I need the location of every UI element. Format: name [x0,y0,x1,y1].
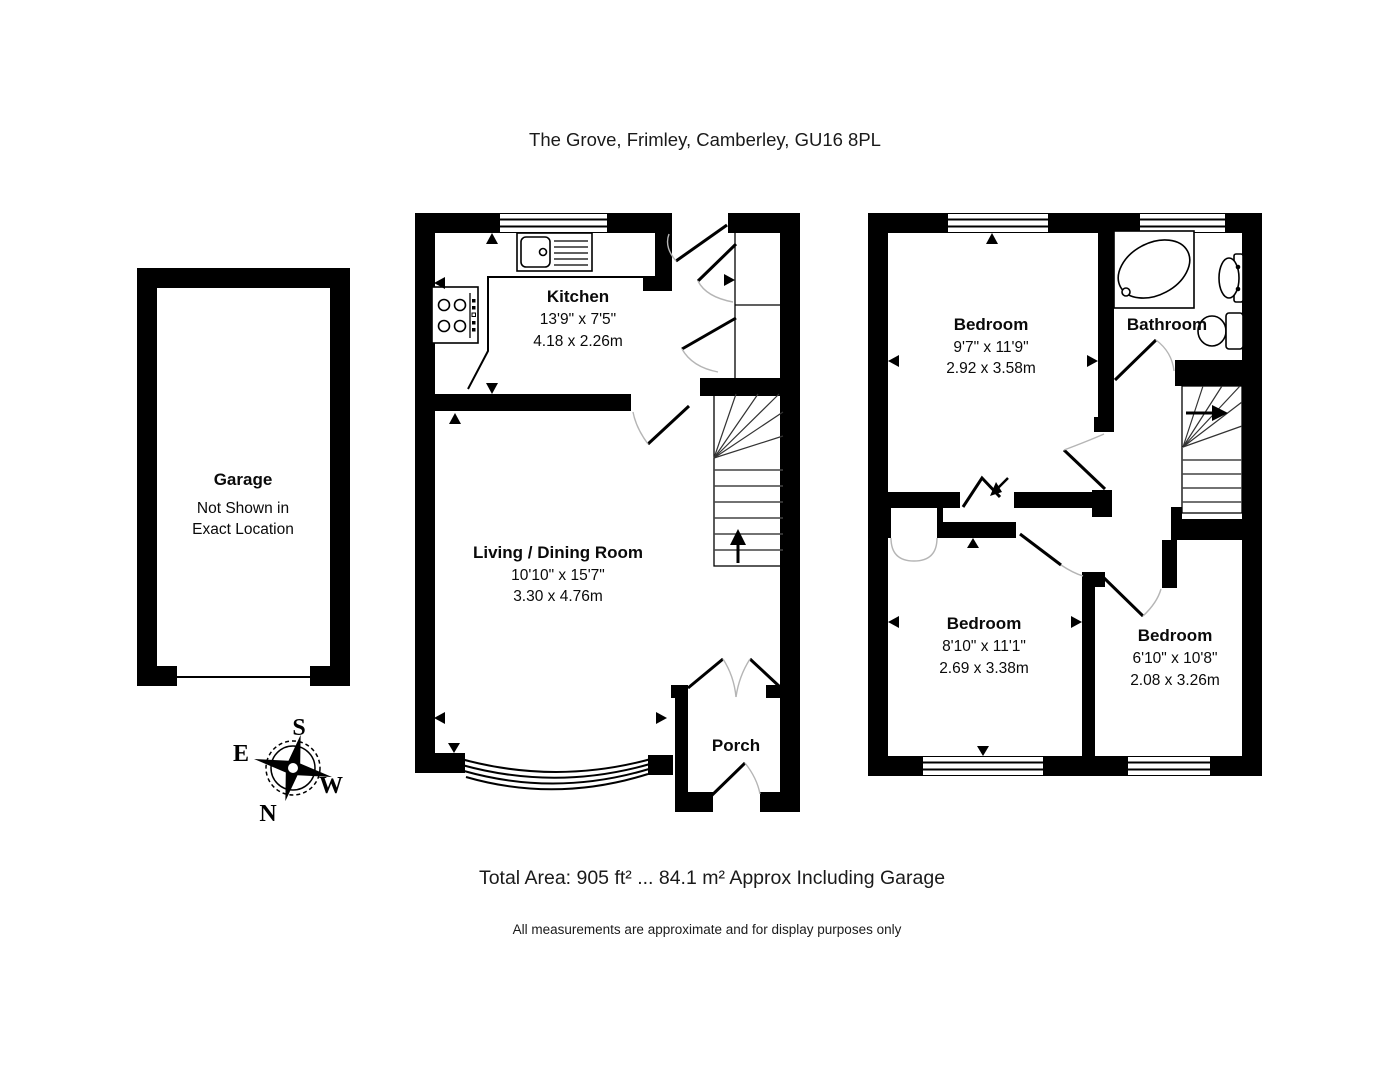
basin-icon [1218,253,1244,303]
bedroom3-window [1128,757,1210,775]
living-dims-metric: 3.30 x 4.76m [513,588,603,605]
toilet-icon [1197,312,1244,350]
total-area-text: Total Area: 905 ft² ... 84.1 m² Approx I… [479,867,945,889]
bedroom1-dims-imperial: 9'7" x 11'9" [953,339,1028,356]
hall-cupboards [734,233,780,378]
porch-double-doors [687,657,782,698]
kitchen-dims-metric: 4.18 x 2.26m [533,333,623,350]
stairs-direction-arrow-icon [1186,405,1228,421]
ground-floor-doors [632,223,782,803]
garage-note-2: Exact Location [192,521,294,538]
first-floor-doors [1019,338,1175,618]
disclaimer-text: All measurements are approximate and for… [513,922,902,937]
bedroom3-label: Bedroom [1138,626,1213,645]
bifold-door-icon [961,475,1009,508]
garage-note-1: Not Shown in [197,500,289,517]
compass-west: W [319,773,343,799]
bathroom-label: Bathroom [1127,315,1207,334]
bath-icon [1113,230,1195,309]
living-label: Living / Dining Room [473,543,643,562]
bay-window [460,758,652,791]
kitchen-dims-imperial: 13'9" x 7'5" [540,311,616,328]
living-dims-imperial: 10'10" x 15'7" [511,567,605,584]
bedroom2-dims-metric: 2.69 x 3.38m [939,660,1029,677]
first-floor-measure-arrows [888,233,1098,756]
cupboard-double-doors [890,537,938,562]
kitchen-window [500,214,607,232]
bedroom2-dims-imperial: 8'10" x 11'1" [942,638,1026,655]
ground-floor-measure-arrows [434,233,735,753]
bedroom1-window [948,214,1048,232]
compass-east: E [233,741,249,767]
compass-rose: S E W N [233,715,343,827]
staircase-first [1181,385,1243,514]
stairs-up-arrow-icon [730,529,746,563]
bedroom2-window [923,757,1043,775]
front-door [704,761,761,803]
sink-icon [516,232,593,272]
porch-label: Porch [712,736,760,755]
kitchen-counter [467,276,655,390]
compass-north: N [259,801,277,827]
compass-south: S [292,715,305,741]
kitchen-label: Kitchen [547,287,609,306]
bedroom1-dims-metric: 2.92 x 3.58m [946,360,1036,377]
bedroom1-label: Bedroom [954,315,1029,334]
garage-plan: Garage Not Shown in Exact Location [137,268,350,686]
bedroom2-label: Bedroom [947,614,1022,633]
page-title: The Grove, Frimley, Camberley, GU16 8PL [529,129,881,150]
ground-floor-plan: Kitchen 13'9" x 7'5" 4.18 x 2.26m Living… [415,213,800,812]
first-floor-plan: Bedroom 9'7" x 11'9" 2.92 x 3.58m Bathro… [868,213,1262,776]
bedroom3-dims-metric: 2.08 x 3.26m [1130,672,1220,689]
hob-icon [431,286,479,344]
bathroom-window [1140,214,1225,232]
bedroom3-dims-imperial: 6'10" x 10'8" [1132,650,1217,667]
staircase-ground [713,393,784,567]
garage-label: Garage [214,470,273,489]
